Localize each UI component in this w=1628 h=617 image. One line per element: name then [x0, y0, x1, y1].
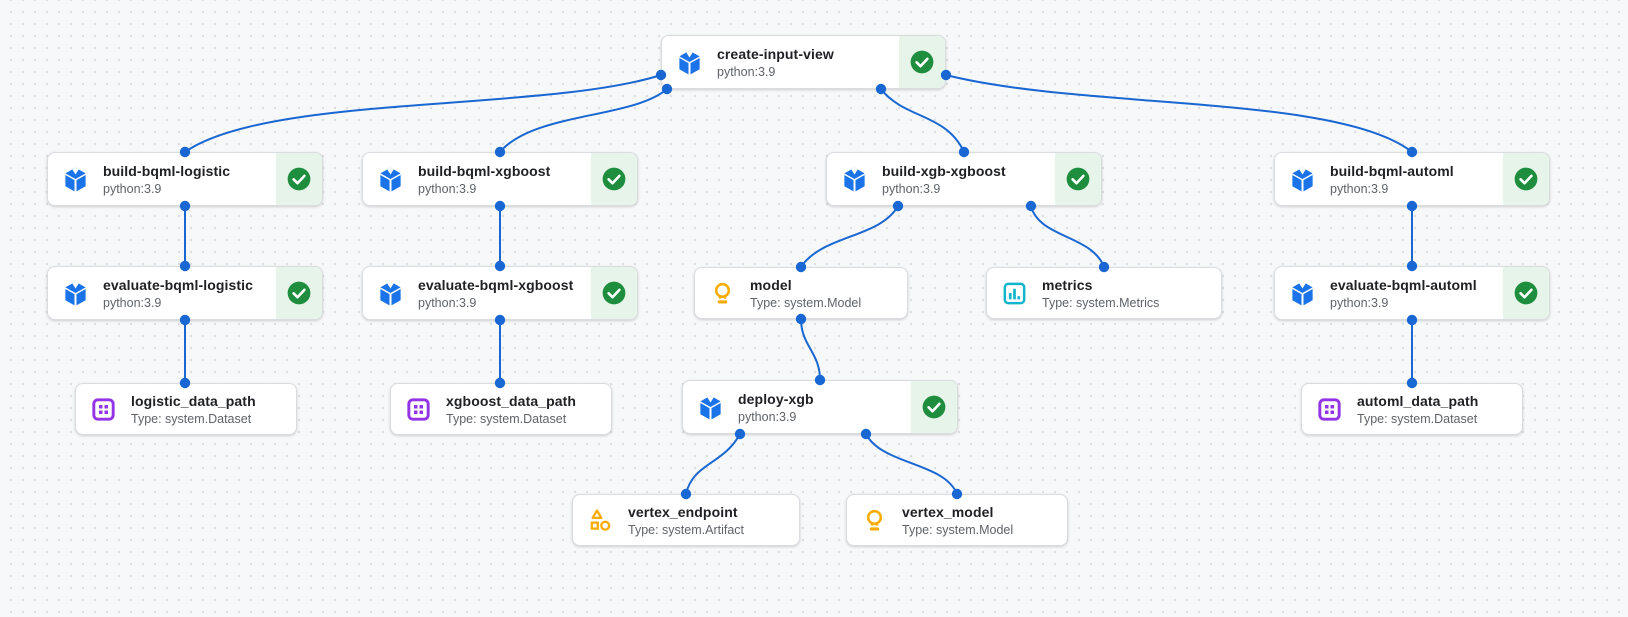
edge-create-input-view-to-build-bqml-logistic [184, 74, 662, 153]
status-succeeded-badge [1503, 267, 1549, 319]
check-circle-icon [601, 280, 627, 306]
node-title: metrics [1042, 276, 1093, 293]
component-cube-icon [676, 49, 703, 76]
node-subtitle: python:3.9 [882, 181, 941, 196]
check-circle-icon [286, 280, 312, 306]
node-title: deploy-xgb [738, 390, 814, 407]
node-evaluate-bqml-logistic[interactable]: evaluate-bqml-logistic python:3.9 [47, 266, 323, 320]
check-circle-icon [909, 49, 935, 75]
component-cube-icon [1289, 280, 1316, 307]
lightbulb-icon [861, 507, 888, 534]
node-title: evaluate-bqml-logistic [103, 276, 254, 293]
node-subtitle: Type: system.Artifact [628, 522, 745, 537]
node-logistic_data_path[interactable]: logistic_data_path Type: system.Dataset [75, 383, 297, 435]
node-title: automl_data_path [1357, 392, 1479, 409]
node-title: xgboost_data_path [446, 392, 577, 409]
node-evaluate-bqml-xgboost[interactable]: evaluate-bqml-xgboost python:3.9 [362, 266, 638, 320]
node-subtitle: Type: system.Dataset [1357, 411, 1478, 426]
check-circle-icon [921, 394, 947, 420]
node-build-bqml-automl[interactable]: build-bqml-automl python:3.9 [1274, 152, 1550, 206]
node-subtitle: Type: system.Model [750, 295, 862, 310]
node-subtitle: python:3.9 [1330, 295, 1389, 310]
node-subtitle: python:3.9 [418, 295, 477, 310]
status-succeeded-badge [899, 36, 945, 88]
node-metrics[interactable]: metrics Type: system.Metrics [986, 267, 1222, 319]
node-evaluate-bqml-automl[interactable]: evaluate-bqml-automl python:3.9 [1274, 266, 1550, 320]
status-succeeded-badge [276, 153, 322, 205]
edge-build-xgb-xgboost-to-model [800, 205, 899, 268]
check-circle-icon [1513, 280, 1539, 306]
node-subtitle: Type: system.Dataset [446, 411, 567, 426]
node-subtitle: python:3.9 [1330, 181, 1389, 196]
node-title: create-input-view [717, 45, 834, 62]
status-succeeded-badge [591, 267, 637, 319]
component-cube-icon [697, 394, 724, 421]
node-subtitle: python:3.9 [103, 181, 162, 196]
node-title: build-xgb-xgboost [882, 162, 1006, 179]
component-cube-icon [62, 166, 89, 193]
component-cube-icon [841, 166, 868, 193]
check-circle-icon [1065, 166, 1091, 192]
edge-deploy-xgb-to-vertex_endpoint [685, 433, 741, 495]
status-succeeded-badge [276, 267, 322, 319]
node-subtitle: python:3.9 [103, 295, 162, 310]
node-title: build-bqml-xgboost [418, 162, 551, 179]
status-succeeded-badge [591, 153, 637, 205]
edge-create-input-view-to-build-xgb-xgboost [880, 88, 965, 153]
component-cube-icon [62, 280, 89, 307]
component-cube-icon [377, 166, 404, 193]
node-subtitle: Type: system.Model [902, 522, 1014, 537]
component-cube-icon [1289, 166, 1316, 193]
edge-create-input-view-to-build-bqml-xgboost [499, 88, 668, 153]
node-title: build-bqml-automl [1330, 162, 1454, 179]
node-build-bqml-xgboost[interactable]: build-bqml-xgboost python:3.9 [362, 152, 638, 206]
check-circle-icon [286, 166, 312, 192]
node-title: logistic_data_path [131, 392, 256, 409]
node-deploy-xgb[interactable]: deploy-xgb python:3.9 [682, 380, 958, 434]
node-vertex_model[interactable]: vertex_model Type: system.Model [846, 494, 1068, 546]
node-model[interactable]: model Type: system.Model [694, 267, 908, 319]
node-xgboost_data_path[interactable]: xgboost_data_path Type: system.Dataset [390, 383, 612, 435]
dataset-grid-icon [1316, 396, 1343, 423]
dataset-grid-icon [405, 396, 432, 423]
node-title: vertex_endpoint [628, 503, 738, 520]
node-subtitle: Type: system.Dataset [131, 411, 252, 426]
node-title: build-bqml-logistic [103, 162, 231, 179]
node-vertex_endpoint[interactable]: vertex_endpoint Type: system.Artifact [572, 494, 800, 546]
component-cube-icon [377, 280, 404, 307]
node-create-input-view[interactable]: create-input-view python:3.9 [661, 35, 946, 89]
node-subtitle: python:3.9 [418, 181, 477, 196]
node-build-xgb-xgboost[interactable]: build-xgb-xgboost python:3.9 [826, 152, 1102, 206]
node-automl_data_path[interactable]: automl_data_path Type: system.Dataset [1301, 383, 1523, 435]
node-title: evaluate-bqml-automl [1330, 276, 1477, 293]
node-subtitle: Type: system.Metrics [1042, 295, 1160, 310]
node-title: model [750, 276, 792, 293]
check-circle-icon [1513, 166, 1539, 192]
check-circle-icon [601, 166, 627, 192]
lightbulb-icon [709, 280, 736, 307]
edge-deploy-xgb-to-vertex_model [865, 433, 958, 495]
node-subtitle: python:3.9 [717, 64, 776, 79]
edge-create-input-view-to-build-bqml-automl [945, 74, 1413, 153]
node-title: evaluate-bqml-xgboost [418, 276, 574, 293]
dataset-grid-icon [90, 396, 117, 423]
artifact-shapes-icon [587, 507, 614, 534]
status-succeeded-badge [1055, 153, 1101, 205]
edge-model-to-deploy-xgb [800, 318, 821, 381]
bar-chart-icon [1001, 280, 1028, 307]
node-title: vertex_model [902, 503, 994, 520]
status-succeeded-badge [911, 381, 957, 433]
edge-build-xgb-xgboost-to-metrics [1030, 205, 1105, 268]
node-subtitle: python:3.9 [738, 409, 797, 424]
node-build-bqml-logistic[interactable]: build-bqml-logistic python:3.9 [47, 152, 323, 206]
status-succeeded-badge [1503, 153, 1549, 205]
